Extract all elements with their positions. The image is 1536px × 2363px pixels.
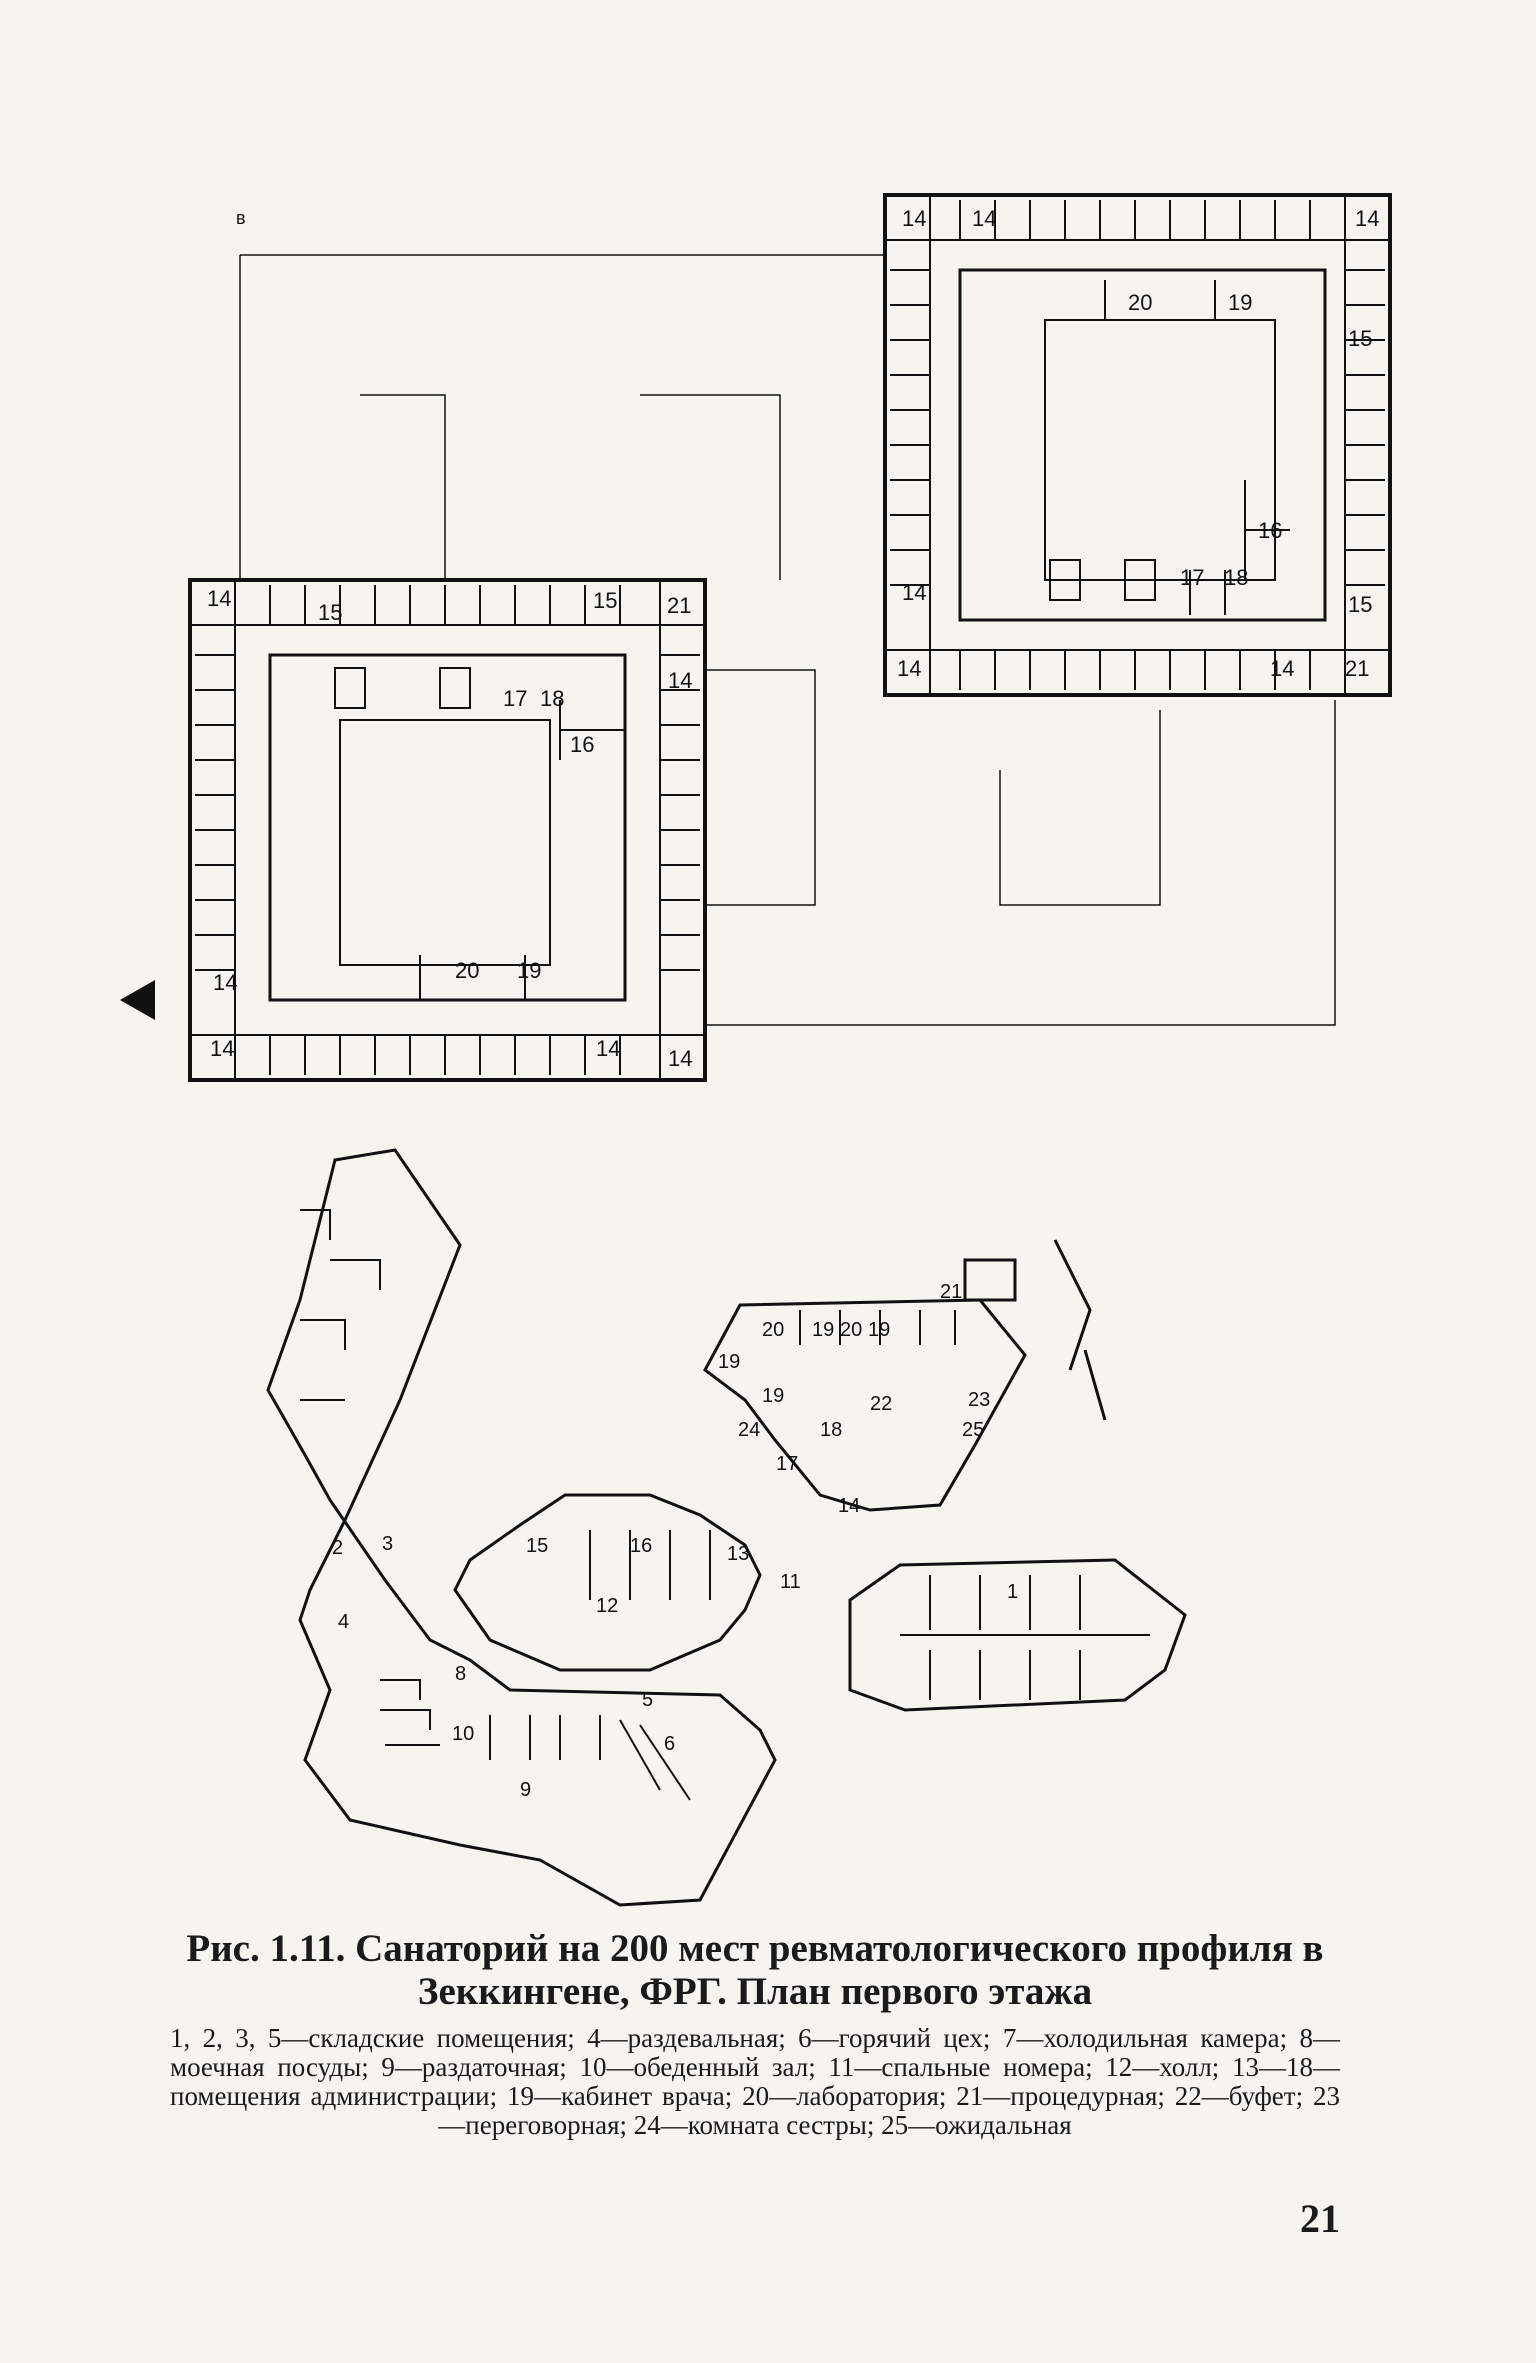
room-label: 18 bbox=[820, 1419, 842, 1441]
room-label: 8 bbox=[455, 1663, 466, 1685]
room-label: 12 bbox=[596, 1595, 618, 1617]
room-label: 19 bbox=[1228, 290, 1252, 315]
room-label: 14 bbox=[972, 206, 996, 231]
room-label: 17 bbox=[776, 1453, 798, 1475]
room-label: 5 bbox=[642, 1689, 653, 1711]
room-label: 20 bbox=[1128, 290, 1152, 315]
room-label: 23 bbox=[968, 1389, 990, 1411]
room-label: 16 bbox=[1258, 518, 1282, 543]
room-label: 16 bbox=[630, 1535, 652, 1557]
room-label: 14 bbox=[668, 668, 692, 693]
room-label: 19 bbox=[868, 1319, 890, 1341]
caption-title-line1: Рис. 1.11. Санаторий на 200 мест ревмато… bbox=[186, 1927, 1324, 1970]
site-plan bbox=[266, 1148, 1187, 1907]
room-label: 15 bbox=[526, 1535, 548, 1557]
room-label: 21 bbox=[1345, 656, 1369, 681]
room-label: 15 bbox=[1348, 326, 1372, 351]
room-label: 22 bbox=[870, 1393, 892, 1415]
room-label: 14 bbox=[1270, 656, 1294, 681]
room-label: 6 bbox=[664, 1733, 675, 1755]
site-plan-room-labels: 21 20 19 20 19 19 19 24 22 23 25 18 17 1… bbox=[332, 1281, 1018, 1801]
left-block-room-labels: 14 15 15 21 17 18 14 16 20 19 14 14 14 1… bbox=[207, 586, 692, 1071]
room-label: 20 bbox=[455, 958, 479, 983]
room-label: 14 bbox=[210, 1036, 234, 1061]
room-label: 14 bbox=[902, 206, 926, 231]
room-label: 3 bbox=[382, 1533, 393, 1555]
room-label: 24 bbox=[738, 1419, 760, 1441]
room-label: 2 bbox=[332, 1537, 343, 1559]
room-label: 21 bbox=[667, 593, 691, 618]
room-label: 20 bbox=[762, 1319, 784, 1341]
caption-title: Рис. 1.11. Санаторий на 200 мест ревмато… bbox=[170, 1927, 1340, 2014]
page-number: 21 bbox=[1300, 2196, 1340, 2241]
room-label: 19 bbox=[812, 1319, 834, 1341]
room-label: 9 bbox=[520, 1779, 531, 1801]
room-label: 10 bbox=[452, 1723, 474, 1745]
room-label: 4 bbox=[338, 1611, 349, 1633]
room-label: 19 bbox=[517, 958, 541, 983]
figure-legend: 1, 2, 3, 5—складские помещения; 4—раздев… bbox=[170, 2022, 1340, 2141]
room-label: 16 bbox=[570, 732, 594, 757]
room-label: 14 bbox=[838, 1495, 860, 1517]
room-label: 13 bbox=[727, 1543, 749, 1565]
figure-caption: Рис. 1.11. Санаторий на 200 мест ревмато… bbox=[170, 1927, 1340, 2141]
room-label: 1 bbox=[1007, 1581, 1018, 1603]
room-label: 11 bbox=[780, 1571, 801, 1593]
room-label: 15 bbox=[1348, 592, 1372, 617]
room-label: 18 bbox=[540, 686, 564, 711]
room-label: 14 bbox=[207, 586, 231, 611]
room-label: 19 bbox=[718, 1351, 740, 1373]
room-label: 14 bbox=[1355, 206, 1379, 231]
room-label: 17 bbox=[1180, 565, 1204, 590]
right-block-room-labels: 14 14 14 15 20 19 16 17 18 14 15 14 14 2… bbox=[897, 206, 1379, 681]
upper-plan-corner-mark: в bbox=[236, 208, 246, 228]
room-label: 25 bbox=[962, 1419, 984, 1441]
entrance-arrow-icon bbox=[120, 980, 155, 1020]
room-label: 20 bbox=[840, 1319, 862, 1341]
left-block-plan bbox=[188, 578, 707, 1082]
room-label: 21 bbox=[940, 1281, 962, 1303]
room-label: 14 bbox=[596, 1036, 620, 1061]
room-label: 18 bbox=[1224, 565, 1248, 590]
room-label: 15 bbox=[318, 600, 342, 625]
room-label: 14 bbox=[668, 1046, 692, 1071]
room-label: 14 bbox=[897, 656, 921, 681]
right-block-plan bbox=[883, 193, 1392, 697]
caption-title-line2: Зеккингене, ФРГ. План первого этажа bbox=[417, 1969, 1093, 2013]
room-label: 17 bbox=[503, 686, 527, 711]
room-label: 19 bbox=[762, 1385, 784, 1407]
room-label: 14 bbox=[902, 580, 926, 605]
room-label: 15 bbox=[593, 588, 617, 613]
room-label: 14 bbox=[213, 970, 237, 995]
outline-connectors bbox=[239, 254, 1336, 1026]
